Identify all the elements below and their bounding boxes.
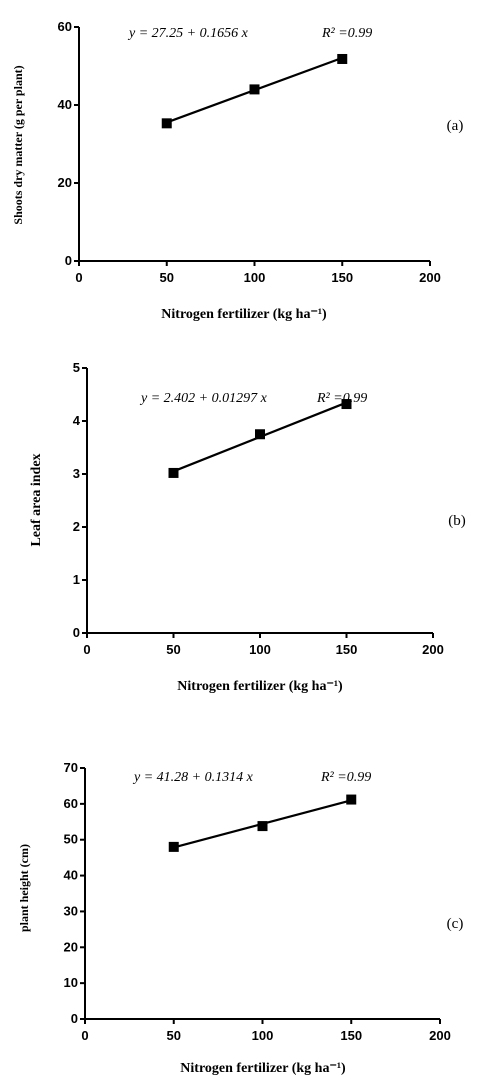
y-tick-label: 40 — [58, 97, 72, 112]
y-tick-label: 10 — [64, 975, 78, 990]
x-tick-label: 100 — [252, 1028, 274, 1043]
y-tick-label: 1 — [73, 572, 80, 587]
data-point — [161, 118, 172, 129]
data-point — [168, 467, 179, 478]
panel-label: (c) — [447, 916, 464, 932]
x-axis-label: Nitrogen fertilizer (kg ha⁻¹) — [161, 307, 327, 322]
y-tick-label: 0 — [65, 253, 72, 268]
x-tick-label: 0 — [83, 642, 90, 657]
y-tick-label: 30 — [64, 903, 78, 918]
x-tick-label: 200 — [419, 270, 441, 285]
y-axis-label: plant height (cm) — [17, 844, 31, 932]
x-tick-label: 0 — [75, 270, 82, 285]
y-tick-label: 3 — [73, 466, 80, 481]
x-tick-label: 50 — [167, 1028, 181, 1043]
y-axis-label: Shoots dry matter (g per plant) — [11, 65, 25, 224]
data-point — [341, 399, 352, 410]
x-tick-label: 200 — [429, 1028, 451, 1043]
data-point — [168, 841, 179, 852]
x-tick-label: 150 — [340, 1028, 362, 1043]
y-tick-label: 20 — [58, 175, 72, 190]
panel-a-chart: 0 20 40 60 0 50 100 150 200 y = 27.25 + 0.1656 x R… — [11, 19, 463, 322]
x-axis-label: Nitrogen fertilizer (kg ha⁻¹) — [180, 1061, 346, 1076]
y-tick-label: 40 — [64, 868, 78, 883]
panel-c-chart: 0 10 20 30 40 50 60 70 0 50 100 150 200 y = 41.28 + 0… — [17, 760, 463, 1076]
regression-equation: y = 41.28 + 0.1314 x — [132, 770, 254, 785]
regression-equation: y = 27.25 + 0.1656 x — [127, 26, 249, 41]
x-tick-label: 50 — [166, 642, 180, 657]
y-tick-label: 70 — [64, 760, 78, 775]
x-axis-label: Nitrogen fertilizer (kg ha⁻¹) — [177, 679, 343, 694]
x-tick-label: 0 — [81, 1028, 88, 1043]
y-tick-label: 5 — [73, 360, 80, 375]
x-tick-label: 100 — [244, 270, 266, 285]
y-axis-label: Leaf area index — [29, 453, 44, 546]
y-tick-label: 4 — [73, 413, 81, 428]
data-point — [249, 84, 260, 95]
y-tick-label: 60 — [64, 796, 78, 811]
panel-label: (a) — [447, 118, 464, 134]
y-tick-label: 60 — [58, 19, 72, 34]
x-tick-label: 200 — [422, 642, 444, 657]
r-squared-label: R² =0.99 — [316, 391, 367, 406]
y-tick-label: 50 — [64, 832, 78, 847]
data-point — [257, 821, 268, 832]
r-squared-label: R² =0.99 — [321, 26, 372, 41]
x-tick-label: 150 — [336, 642, 358, 657]
r-squared-label: R² =0.99 — [320, 770, 371, 785]
regression-equation: y = 2.402 + 0.01297 x — [139, 391, 268, 406]
panel-label: (b) — [448, 513, 466, 529]
y-tick-label: 20 — [64, 939, 78, 954]
x-tick-label: 50 — [160, 270, 174, 285]
y-tick-label: 0 — [73, 625, 80, 640]
data-point — [346, 794, 357, 805]
y-tick-label: 2 — [73, 519, 80, 534]
x-tick-label: 100 — [249, 642, 271, 657]
data-point — [337, 53, 348, 64]
y-tick-label: 0 — [71, 1011, 78, 1026]
data-point — [255, 429, 265, 440]
x-tick-label: 150 — [331, 270, 353, 285]
